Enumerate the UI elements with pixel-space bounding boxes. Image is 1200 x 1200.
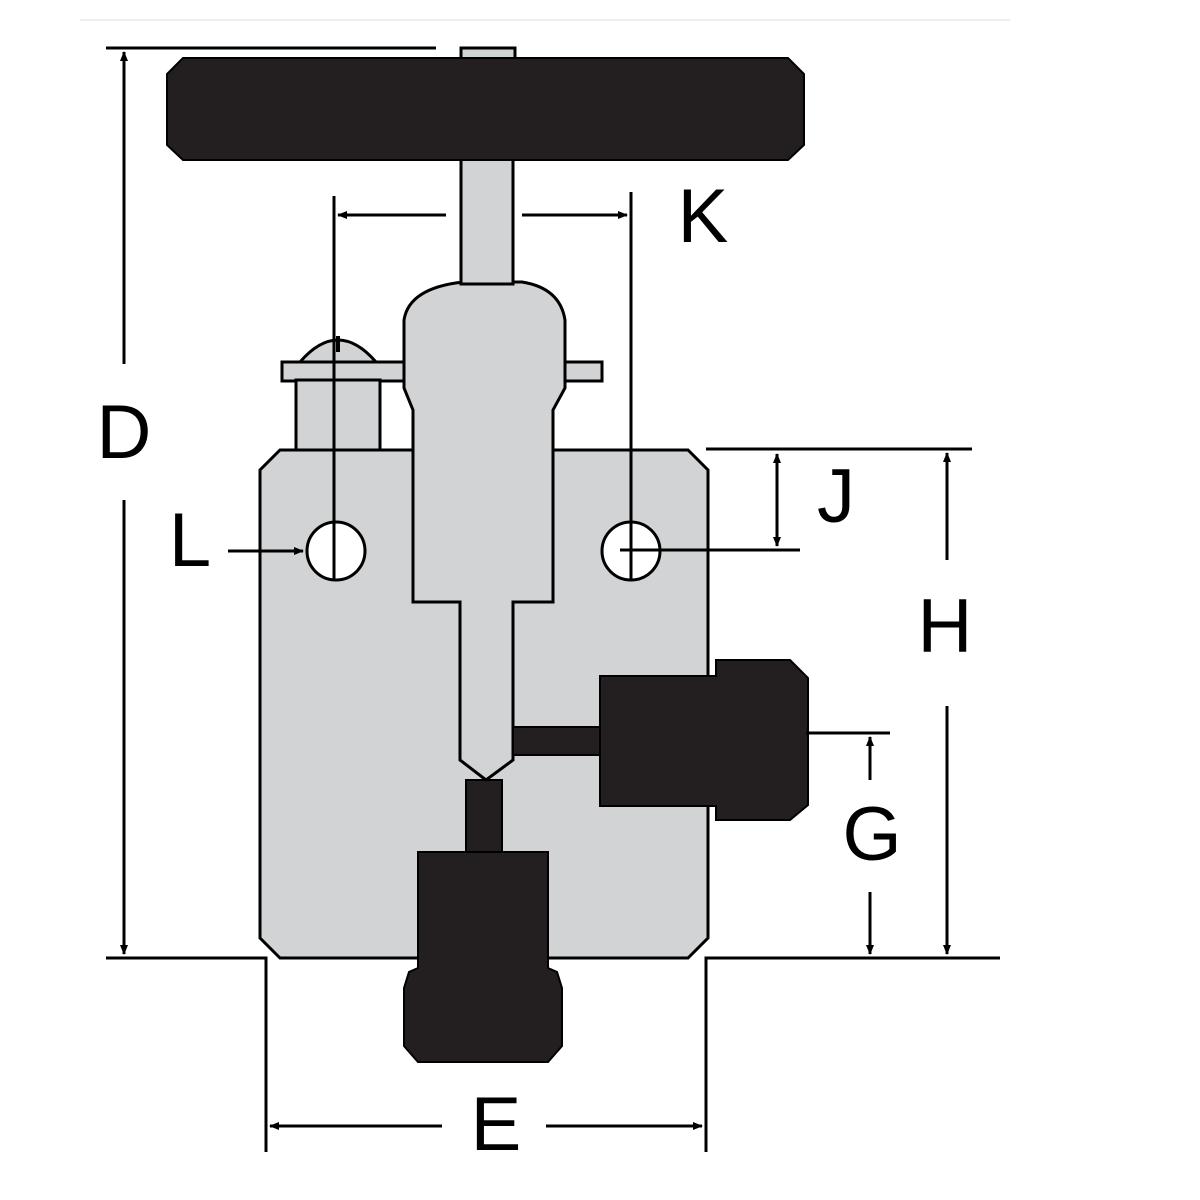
flow-passage-vertical — [465, 779, 503, 861]
bottom-port-fitting — [403, 851, 563, 1063]
mounting-hole-left — [305, 520, 367, 582]
side-port-fitting — [599, 659, 809, 821]
valve-stem — [459, 146, 515, 286]
dimension-e-label: E — [471, 1082, 522, 1167]
dimension-j-label: J — [817, 454, 855, 539]
lock-screw-post — [294, 378, 382, 454]
dimension-l-label: L — [169, 498, 211, 583]
dimension-k-label: K — [678, 174, 729, 259]
handle — [166, 57, 805, 161]
flow-passage-horizontal — [512, 726, 606, 756]
bottom-baseline-extension — [106, 956, 1000, 1152]
dimension-h-label: H — [918, 584, 973, 669]
dimension-d-label: D — [97, 390, 152, 475]
dimension-g-label: G — [842, 792, 901, 877]
